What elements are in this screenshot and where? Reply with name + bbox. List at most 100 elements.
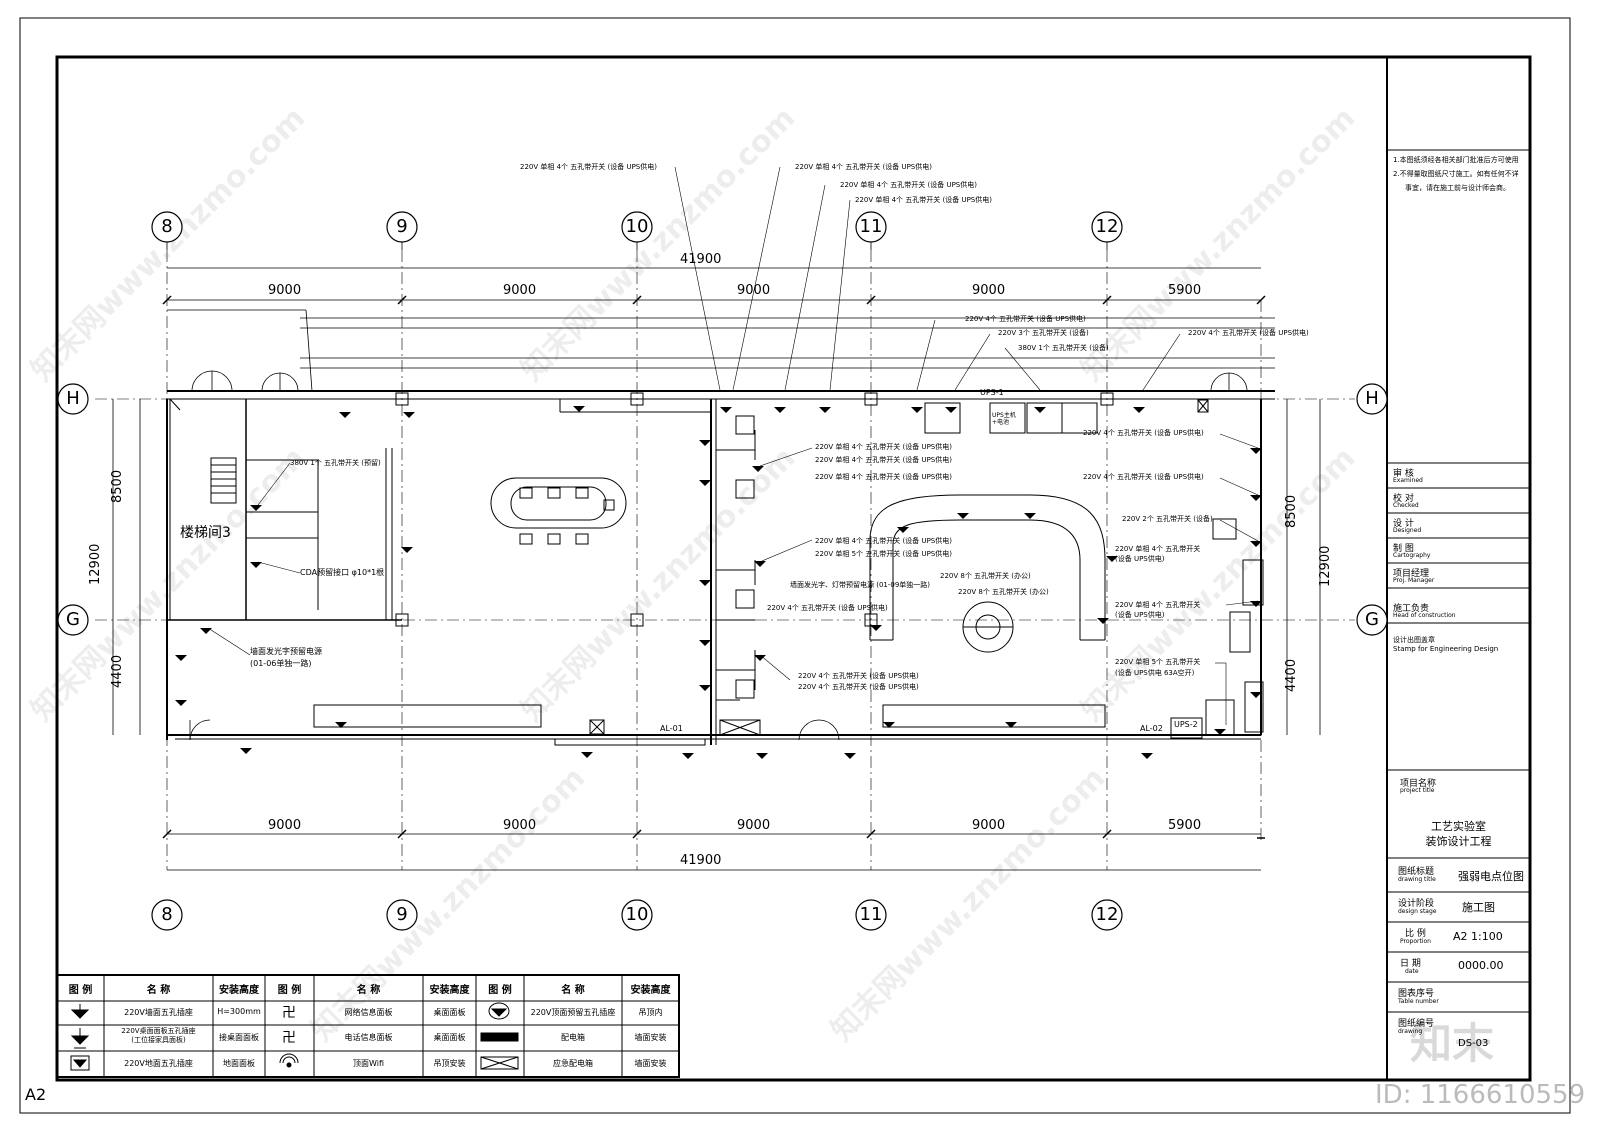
- axis-label-bottom: 10: [625, 904, 649, 925]
- project-name: 装饰设计工程: [1425, 835, 1492, 848]
- role-label: 项目经理: [1393, 569, 1430, 579]
- legend-header: 图 例: [277, 985, 302, 996]
- dimension-span: 9000: [972, 818, 1006, 833]
- axis-label-row: G: [66, 609, 80, 630]
- dimension-span: 5900: [1168, 818, 1202, 833]
- legend-cell: 接桌面面板: [219, 1033, 259, 1042]
- dimension-vertical: 12900: [88, 543, 103, 585]
- sheet-border: [19, 17, 1571, 1114]
- role-label: 设 计: [1393, 519, 1414, 529]
- dimension-span: 9000: [503, 818, 537, 833]
- legend-header: 安装高度: [429, 985, 470, 996]
- axis-label-top: 12: [1095, 216, 1119, 237]
- legend-cell: 应急配电箱: [553, 1059, 593, 1068]
- annotation: 220V 4个 五孔带开关 (设备 UPS供电): [1083, 429, 1204, 437]
- annotation: 220V 单相 5个 五孔带开关 (设备 UPS供电): [815, 550, 952, 558]
- annotation: 220V 单相 4个 五孔带开关 (设备 UPS供电): [520, 163, 657, 171]
- annotation: 380V 1个 五孔带开关 (预留): [290, 459, 381, 467]
- dimension-span: 9000: [268, 818, 302, 833]
- table-no-label-en: Table number: [1398, 998, 1439, 1005]
- legend-header: 安装高度: [219, 985, 259, 996]
- legend-cell: 网络信息面板: [344, 1008, 393, 1017]
- dimension-vertical: 4400: [110, 654, 125, 688]
- legend-cell: 吊顶安装: [433, 1059, 466, 1068]
- annotation: 220V 4个 五孔带开关 (设备 UPS供电): [965, 315, 1086, 323]
- dimension-span: 9000: [503, 283, 537, 298]
- date-label: 日 期: [1400, 959, 1421, 969]
- axis-label-top: 8: [161, 216, 173, 237]
- note-line: 1.本图纸须经各相关部门批准后方可使用: [1393, 156, 1519, 164]
- annotation: 220V 单相 4个 五孔带开关: [1115, 545, 1201, 553]
- annotation: 220V 单相 4个 五孔带开关 (设备 UPS供电): [855, 196, 992, 204]
- dimension-span: 5900: [1168, 283, 1202, 298]
- legend-cell: 220V顶面预留五孔插座: [530, 1008, 616, 1017]
- stage-value: 施工图: [1462, 901, 1495, 914]
- annotation: (设备 UPS供电 63A空开): [1115, 669, 1195, 677]
- annotation: 220V 2个 五孔带开关 (设备): [1122, 515, 1213, 523]
- annotation: (设备 UPS供电): [1115, 611, 1165, 619]
- annotation: 220V 4个 五孔带开关 (设备 UPS供电): [767, 604, 888, 612]
- panel-label-al01: AL-01: [660, 724, 683, 733]
- annotation: 220V 4个 五孔带开关 (设备 UPS供电): [1083, 473, 1204, 481]
- axis-label-bottom: 8: [161, 904, 173, 925]
- titleblock-grid: [1387, 149, 1530, 1013]
- annotation: 220V 单相 4个 五孔带开关 (设备 UPS供电): [840, 181, 977, 189]
- dimension-total: 41900: [680, 252, 722, 267]
- role-label-en: Proj. Manager: [1393, 577, 1435, 584]
- drawing-no-label-en: drawing: [1398, 1028, 1423, 1035]
- drawing-title: 强弱电点位图: [1458, 870, 1524, 883]
- role-label-en: Examined: [1393, 477, 1423, 484]
- annotation: 220V 4个 五孔带开关 (设备 UPS供电): [798, 672, 919, 680]
- stage-label-en: design stage: [1398, 908, 1437, 915]
- legend-header: 图 例: [68, 985, 93, 996]
- table-no-label: 图表序号: [1398, 989, 1435, 999]
- drawing-title-label-en: drawing title: [1398, 876, 1436, 883]
- annotation: 220V 4个 五孔带开关 (设备 UPS供电): [798, 683, 919, 691]
- annotation: 220V 单相 4个 五孔带开关 (设备 UPS供电): [815, 537, 952, 545]
- drawing-title-label: 图纸标题: [1398, 867, 1435, 877]
- role-label: 施工负责: [1393, 604, 1430, 614]
- scale-value: A2 1:100: [1453, 930, 1503, 943]
- legend-symbols: 卍 卍: [70, 1002, 519, 1071]
- stage-label: 设计阶段: [1398, 899, 1435, 909]
- axis-label-top: 9: [396, 216, 408, 237]
- panel-label-al02: AL-02: [1140, 724, 1163, 733]
- role-label-en: Designed: [1393, 527, 1422, 534]
- role-label: 审 核: [1393, 469, 1414, 479]
- dimension-total: 41900: [680, 853, 722, 868]
- role-label: 校 对: [1393, 494, 1414, 504]
- legend-cell: 桌面面板: [433, 1033, 466, 1042]
- annotation: 220V 8个 五孔带开关 (办公): [958, 588, 1049, 596]
- annotation: 220V 单相 4个 五孔带开关: [1115, 601, 1201, 609]
- cda-label: CDA预留接口 φ10*1根: [300, 568, 385, 577]
- scale-label: 比 例: [1405, 929, 1426, 939]
- project-label-en: project title: [1400, 787, 1435, 794]
- role-label-en: Cartography: [1393, 552, 1431, 559]
- ups2-label: UPS-2: [1174, 720, 1198, 729]
- project-label: 项目名称: [1400, 779, 1437, 789]
- legend-cell: 吊顶内: [638, 1008, 663, 1017]
- ups1-label: UPS-1: [980, 388, 1004, 397]
- annotation: (设备 UPS供电): [1115, 555, 1165, 563]
- annotation: 220V 单相 5个 五孔带开关: [1115, 658, 1201, 666]
- drawing-frame: [55, 55, 1532, 1082]
- annotation: 220V 单相 4个 五孔带开关 (设备 UPS供电): [815, 473, 952, 481]
- axis-label-bottom: 12: [1095, 904, 1119, 925]
- annotation: 220V 4个 五孔带开关 (设备 UPS供电): [1188, 329, 1309, 337]
- svg-text:卍: 卍: [282, 1005, 296, 1021]
- scale-label-en: Proportion: [1400, 938, 1431, 945]
- legend-header: 名 称: [561, 985, 585, 996]
- legend-cell: 墙面安装: [634, 1033, 667, 1042]
- axis-label-bottom: 9: [396, 904, 408, 925]
- dimension-vertical: 4400: [1284, 658, 1299, 692]
- dimension-span: 9000: [737, 818, 771, 833]
- annotation: (01-06单独一路): [250, 659, 312, 668]
- legend-cell: 电话信息面板: [344, 1033, 393, 1042]
- dimension-vertical: 12900: [1318, 545, 1333, 587]
- stamp-label: 设计出图盖章: [1393, 636, 1435, 644]
- annotation: 墙面发光字预留电源: [250, 647, 322, 656]
- legend-cell: 地面面板: [223, 1059, 255, 1068]
- dimension-vertical: 8500: [1284, 494, 1299, 528]
- legend-cell: 220V墙面五孔插座: [124, 1008, 193, 1017]
- date-label-en: date: [1405, 968, 1419, 975]
